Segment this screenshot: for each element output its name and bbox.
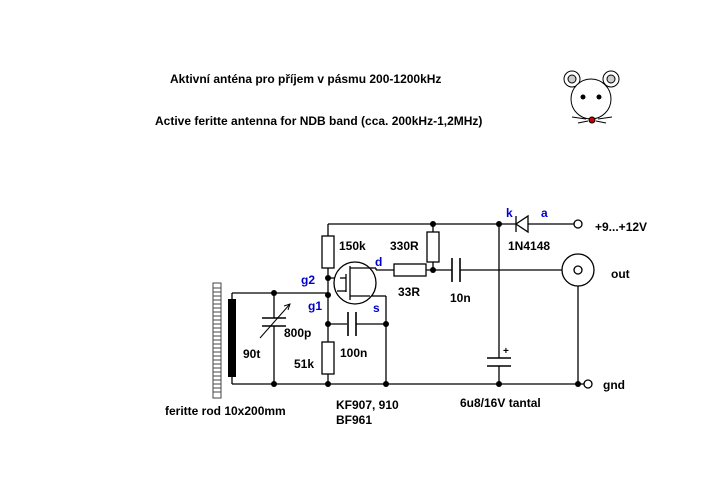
wires <box>232 223 584 385</box>
label-800p: 800p <box>284 326 311 340</box>
supply-terminal <box>573 219 583 229</box>
tantal-plus-sign: + <box>503 346 509 357</box>
label-90t: 90t <box>243 347 260 361</box>
diode-1n4148 <box>514 214 529 234</box>
label-33r: 33R <box>398 285 420 299</box>
label-gnd: gnd <box>603 378 625 392</box>
resistor-150k <box>321 235 335 269</box>
resistor-33r <box>393 263 427 277</box>
pin-s: s <box>373 301 380 315</box>
pin-g1: g1 <box>308 299 322 313</box>
ferrite-rod <box>212 282 222 399</box>
resistor-330r <box>426 231 440 263</box>
pin-a: a <box>541 206 548 220</box>
capacitor-10n <box>451 258 461 282</box>
label-51k: 51k <box>294 357 314 371</box>
pin-d: d <box>375 255 382 269</box>
junction-dots <box>271 221 581 387</box>
capacitor-tantal <box>487 357 511 367</box>
label-330r: 330R <box>390 239 419 253</box>
title-czech: Aktivní anténa pro příjem v pásmu 200-12… <box>170 72 441 86</box>
label-150k: 150k <box>339 239 366 253</box>
label-transistor-2: BF961 <box>336 413 372 427</box>
output-coax-connector <box>561 253 595 287</box>
pin-g2: g2 <box>301 273 315 287</box>
label-out: out <box>611 267 630 281</box>
pin-k: k <box>506 206 513 220</box>
label-ferrite-rod: feritte rod 10x200mm <box>165 404 286 418</box>
gnd-terminal <box>583 379 593 389</box>
label-transistor-1: KF907, 910 <box>336 398 399 412</box>
mosfet-transistor <box>333 261 377 305</box>
label-tantal: 6u8/16V tantal <box>460 396 541 410</box>
label-100n: 100n <box>340 346 367 360</box>
resistor-51k <box>321 341 335 375</box>
mouse-logo-icon <box>563 70 620 124</box>
label-supply: +9...+12V <box>595 220 647 234</box>
label-1n4148: 1N4148 <box>508 239 550 253</box>
title-english: Active feritte antenna for NDB band (cca… <box>155 114 482 128</box>
label-10n: 10n <box>450 291 471 305</box>
coil-winding <box>228 299 236 377</box>
variable-capacitor <box>259 303 291 339</box>
capacitor-100n <box>347 312 357 336</box>
